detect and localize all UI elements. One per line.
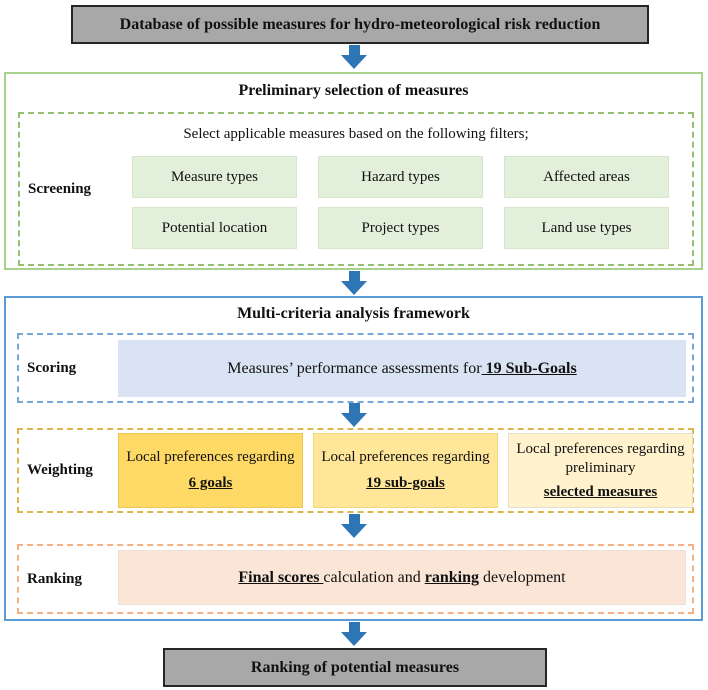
weighting-box-emphasis: 6 goals xyxy=(188,475,233,491)
weighting-box-selected-measures: Local preferences regarding preliminary … xyxy=(508,433,693,508)
database-box: Database of possible measures for hydro-… xyxy=(71,5,649,44)
weighting-box-text: Local preferences regarding xyxy=(126,449,295,465)
filter-affected-areas: Affected areas xyxy=(504,156,669,198)
ranking-text-end: development xyxy=(478,568,566,586)
scoring-text-emphasis: 19 Sub-Goals xyxy=(481,359,577,377)
ranking-label: Ranking xyxy=(27,570,83,587)
ranking-text-ranking: ranking xyxy=(424,568,479,586)
arrow-stem xyxy=(348,622,360,632)
weighting-label: Weighting xyxy=(27,462,93,478)
mca-frame: Multi-criteria analysis framework Scorin… xyxy=(4,296,703,621)
ranking-text-middle: calculation and xyxy=(323,568,425,586)
preliminary-selection-frame: Preliminary selection of measures Screen… xyxy=(4,72,703,270)
down-arrow-icon xyxy=(341,45,367,69)
arrow-head xyxy=(341,55,367,69)
screening-label: Screening xyxy=(28,180,92,197)
weighting-panel: Weighting Local preferences regarding 6 … xyxy=(17,428,694,513)
filter-measure-types: Measure types xyxy=(132,156,297,198)
arrow-stem xyxy=(348,45,360,55)
down-arrow-icon xyxy=(341,622,367,646)
filter-grid: Measure types Hazard types Affected area… xyxy=(132,156,669,249)
down-arrow-icon xyxy=(341,271,367,295)
down-arrow-icon xyxy=(341,514,367,538)
screening-panel: Screening Select applicable measures bas… xyxy=(18,112,694,266)
arrow-stem xyxy=(348,514,360,524)
ranking-text: Final scores calculation and ranking dev… xyxy=(238,569,565,587)
database-box-label: Database of possible measures for hydro-… xyxy=(119,15,601,33)
scoring-label: Scoring xyxy=(27,359,77,376)
arrow-head xyxy=(341,524,367,538)
ranking-result-box-label: Ranking of potential measures xyxy=(250,658,460,676)
scoring-panel: Scoring Measures’ performance assessment… xyxy=(17,333,694,403)
weighting-box-emphasis: 19 sub-goals xyxy=(366,475,445,491)
scoring-text-prefix: Measures’ performance assessments for xyxy=(227,359,482,377)
ranking-text-final-scores: Final scores xyxy=(238,568,324,586)
arrow-head xyxy=(341,413,367,427)
filter-land-use-types: Land use types xyxy=(504,207,669,249)
filter-potential-location: Potential location xyxy=(132,207,297,249)
weighting-box-sub-goals: Local preferences regarding 19 sub-goals xyxy=(313,433,498,508)
arrow-stem xyxy=(348,403,360,413)
ranking-panel: Ranking Final scores calculation and ran… xyxy=(17,544,694,614)
filter-hazard-types: Hazard types xyxy=(318,156,483,198)
weighting-box-goals: Local preferences regarding 6 goals xyxy=(118,433,303,508)
ranking-box: Final scores calculation and ranking dev… xyxy=(118,550,686,605)
weighting-box-emphasis: selected measures xyxy=(543,483,658,500)
ranking-result-box: Ranking of potential measures xyxy=(163,648,547,687)
down-arrow-icon xyxy=(341,403,367,427)
preliminary-title: Preliminary selection of measures xyxy=(238,82,469,99)
scoring-box: Measures’ performance assessments for 19… xyxy=(118,340,686,397)
filter-project-types: Project types xyxy=(318,207,483,249)
arrow-stem xyxy=(348,271,360,281)
arrow-head xyxy=(341,281,367,295)
scoring-text: Measures’ performance assessments for 19… xyxy=(227,360,576,378)
arrow-head xyxy=(341,632,367,646)
weighting-boxes-row: Local preferences regarding 6 goals Loca… xyxy=(118,433,693,508)
weighting-box-text: Local preferences regarding preliminary xyxy=(516,440,685,476)
screening-instruction: Select applicable measures based on the … xyxy=(183,126,529,142)
mca-title: Multi-criteria analysis framework xyxy=(237,305,470,322)
weighting-box-text: Local preferences regarding xyxy=(321,449,490,465)
